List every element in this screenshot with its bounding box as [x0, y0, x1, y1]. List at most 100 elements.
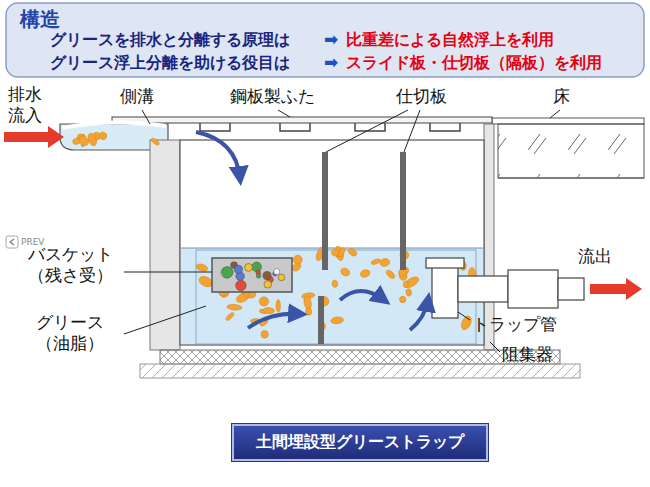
water-level	[181, 248, 483, 249]
part-label: 床	[553, 86, 570, 107]
tank-left-wall	[150, 140, 180, 350]
outlet-pipe	[458, 276, 508, 302]
partition-plate	[322, 152, 328, 270]
inner-container	[196, 250, 476, 344]
panel-text: グリース浮上分離を助ける役目は	[50, 53, 290, 74]
caption-box: 土間埋設型グリーストラップ	[232, 424, 488, 461]
grease-blob	[195, 263, 208, 273]
panel-text: スライド板・仕切板（隔板）を利用	[346, 53, 602, 74]
leader-line	[124, 272, 212, 273]
grease-blob	[77, 134, 90, 147]
grease-blob	[305, 307, 313, 316]
grease-blob	[150, 137, 160, 146]
partitions	[318, 152, 406, 344]
grease-blob	[347, 247, 358, 258]
panel-heading: 構造	[20, 6, 60, 33]
debris-piece	[278, 274, 285, 281]
debris-piece	[222, 267, 233, 278]
grease-blob	[339, 267, 351, 278]
debris-piece	[263, 271, 271, 279]
panel-text: グリースを排水と分離する原理は	[50, 30, 290, 51]
trap-pipe-body	[432, 266, 458, 318]
debris-piece	[234, 265, 242, 273]
tank-water	[181, 248, 483, 344]
part-label: 仕切板	[396, 86, 447, 107]
flow-arrow	[410, 300, 428, 330]
grease-blob	[337, 247, 346, 258]
cover-plate	[112, 117, 492, 123]
inflow-label: 排水 流入	[8, 84, 48, 127]
leader-lines	[124, 110, 560, 352]
flow-arrow	[248, 314, 300, 328]
base-slab	[160, 350, 560, 364]
outlet-pipe-end	[558, 278, 584, 300]
basket	[212, 258, 292, 292]
leader-line	[490, 342, 500, 352]
arrow-symbol: ➡	[324, 29, 338, 49]
part-label: トラップ管	[472, 314, 557, 335]
flow-arrows	[196, 132, 428, 330]
caption-text: 土間埋設型グリーストラップ	[256, 432, 464, 451]
leader-line	[142, 110, 150, 124]
grease-blob	[263, 307, 275, 314]
grease-blob	[359, 269, 370, 279]
grease-blob	[379, 258, 390, 267]
debris-piece	[274, 269, 280, 275]
grease-blob	[370, 258, 381, 266]
partition-plate	[400, 152, 406, 270]
floor-block	[498, 124, 644, 178]
basket-body	[212, 258, 292, 292]
outflow-arrow	[590, 278, 642, 300]
debris-piece	[264, 281, 272, 289]
partition-plate	[318, 296, 324, 344]
grease-blob	[399, 296, 406, 303]
steel-cover	[112, 117, 492, 131]
grease-blob	[403, 275, 421, 290]
ground-slab	[140, 364, 580, 378]
part-label: グリース （油脂）	[18, 312, 122, 355]
grease-blob	[292, 254, 304, 266]
flow-arrow	[196, 132, 240, 178]
grease-blob	[258, 296, 270, 308]
debris-piece	[252, 262, 262, 272]
tank-body	[180, 140, 484, 345]
grease-blob	[385, 269, 396, 280]
leader-line	[404, 110, 420, 152]
prev-chevron	[10, 239, 14, 245]
debris	[221, 262, 285, 291]
panel-text: 比重差による自然浮上を利用	[346, 30, 554, 51]
part-label: 阻集器	[502, 344, 553, 365]
outflow-label: 流出	[578, 246, 612, 267]
tank	[150, 124, 494, 350]
arrow-symbol: ➡	[324, 52, 338, 72]
grease-blob	[276, 300, 281, 313]
part-label: 側溝	[120, 86, 154, 107]
leader-line	[550, 110, 560, 118]
header-panel	[6, 3, 644, 77]
cover-ribs	[200, 123, 460, 131]
leader-line	[326, 110, 408, 152]
floor-line	[498, 178, 644, 179]
leader-line	[458, 312, 470, 320]
outlet-fitting	[508, 270, 558, 308]
trap-cap	[426, 258, 464, 268]
header-panel-box: 構造グリースを排水と分離する原理は ➡ 比重差による自然浮上を利用グリース浮上分離を…	[6, 3, 644, 77]
grease-blob	[98, 131, 108, 141]
floor	[492, 118, 644, 178]
floor-slab	[492, 118, 644, 124]
debris-piece	[236, 280, 247, 291]
grease-blob	[330, 316, 343, 324]
leader-line	[278, 110, 290, 117]
grease-blob	[227, 304, 242, 311]
channel-water	[62, 122, 166, 128]
grease-blob	[332, 280, 339, 288]
grease-blob	[405, 288, 411, 296]
leader-line	[124, 306, 206, 334]
trap-pipe	[426, 258, 584, 318]
flow-arrow	[340, 291, 384, 300]
grease-blob	[403, 281, 408, 288]
part-label: 鋼板製ふた	[230, 86, 315, 107]
grease-blob	[225, 312, 235, 322]
